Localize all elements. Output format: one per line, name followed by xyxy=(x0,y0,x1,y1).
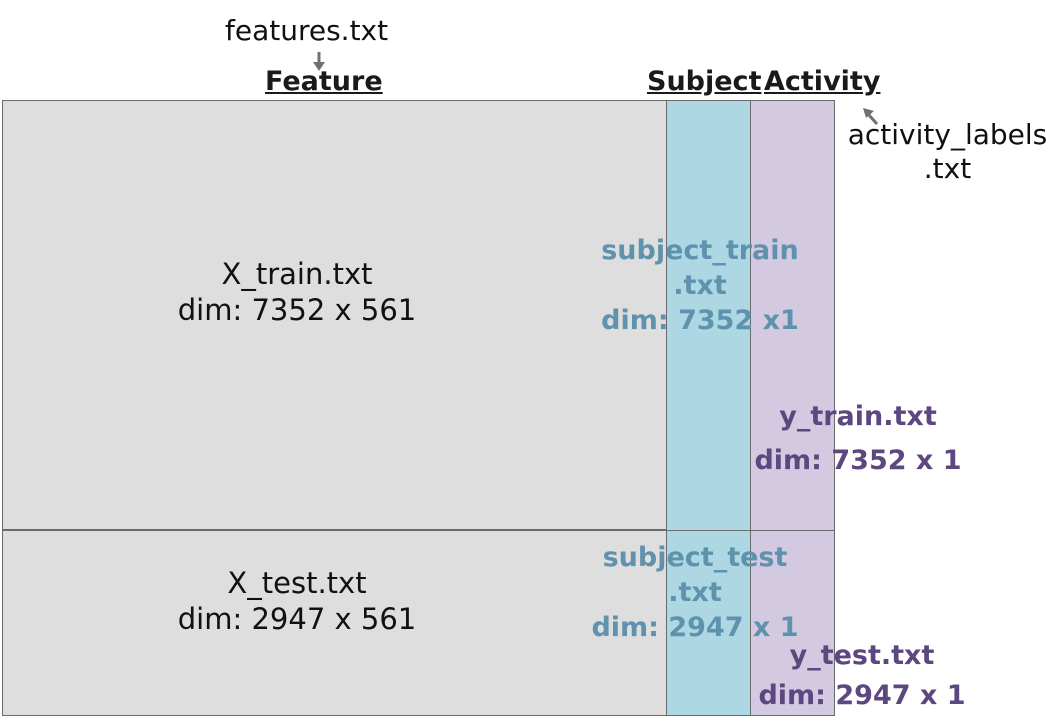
subject-header: Subject xyxy=(647,66,762,97)
activity-labels-line2: .txt xyxy=(923,152,972,185)
activity-labels-line1: activity_labels xyxy=(847,118,1048,151)
y-test-name: y_test.txt xyxy=(789,640,935,671)
x-train-dim: dim: 7352 x 561 xyxy=(177,293,417,327)
features-arrow-icon xyxy=(313,52,325,71)
activity-divider xyxy=(750,530,835,531)
x-train-name: X_train.txt xyxy=(221,257,373,291)
subject-train-dim: dim: 7352 x1 xyxy=(601,305,799,336)
activity-labels-arrow-icon xyxy=(863,108,879,126)
subject-train-ext: .txt xyxy=(673,270,727,301)
x-train-block xyxy=(2,100,667,530)
y-test-dim: dim: 2947 x 1 xyxy=(758,680,966,711)
x-train-label: X_train.txt dim: 7352 x 561 xyxy=(97,256,497,328)
features-file-label: features.txt xyxy=(225,14,389,47)
x-test-name: X_test.txt xyxy=(227,566,367,600)
y-train-label: y_train.txt dim: 7352 x 1 xyxy=(748,395,968,483)
subject-divider xyxy=(666,530,751,531)
subject-test-name: subject_test xyxy=(602,542,788,573)
y-test-label: y_test.txt dim: 2947 x 1 xyxy=(752,636,972,716)
x-test-block xyxy=(2,530,667,716)
x-test-dim: dim: 2947 x 561 xyxy=(177,602,417,636)
subject-test-label: subject_test .txt dim: 2947 x 1 xyxy=(585,540,805,645)
y-train-dim: dim: 7352 x 1 xyxy=(754,445,962,476)
subject-test-dim: dim: 2947 x 1 xyxy=(591,612,799,643)
subject-train-name: subject_train xyxy=(601,235,799,266)
activity-column xyxy=(750,100,835,716)
activity-header: Activity xyxy=(764,66,881,97)
subject-test-ext: .txt xyxy=(668,577,722,608)
y-train-name: y_train.txt xyxy=(779,401,937,432)
activity-labels-file: activity_labels .txt xyxy=(840,118,1055,186)
x-test-label: X_test.txt dim: 2947 x 561 xyxy=(97,565,497,637)
feature-header: Feature xyxy=(265,66,383,97)
subject-train-label: subject_train .txt dim: 7352 x1 xyxy=(590,233,810,338)
